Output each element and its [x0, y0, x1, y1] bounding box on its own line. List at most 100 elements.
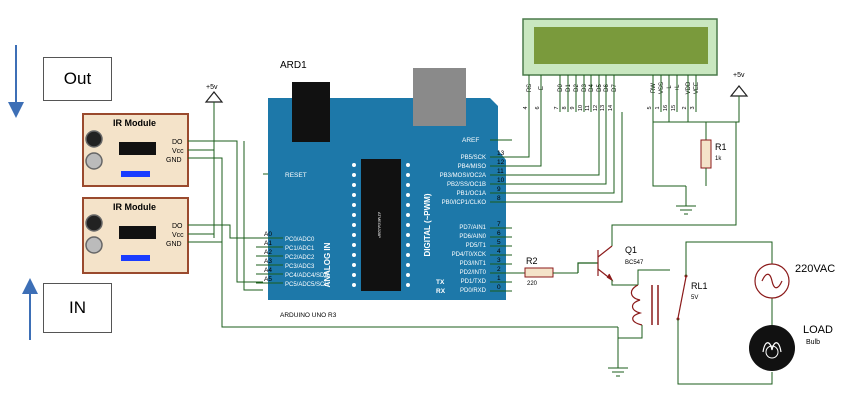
digital-nums-bottom: 7 6 5 4 3 2 1 0 — [497, 221, 501, 291]
arduino-ref: ARD1 — [280, 60, 307, 71]
analog-num-a0: A0 — [264, 231, 272, 238]
analog-num-a4: A4 — [264, 267, 272, 274]
ir2-pin-gnd: GND — [166, 241, 182, 248]
digital-num-1: 1 — [497, 275, 501, 282]
arduino-board: ARD1 ATMEGA328P RESET AREF PC0/ADC0 PC1/… — [256, 60, 512, 319]
digital-title: DIGITAL (~PWM) — [423, 193, 432, 256]
in-label: IN — [69, 298, 86, 317]
vcc-left-symbol: +5v — [204, 84, 224, 238]
digital-pin-6: PD6/AIN0 — [459, 234, 486, 240]
digital-pin-9: PB1/OC1A — [457, 191, 486, 197]
lcd-wires — [512, 112, 736, 203]
r1-name: R1 — [715, 142, 727, 152]
transistor-q1 — [577, 218, 737, 286]
analog-pin-nums: A0 A1 A2 A3 A4 A5 — [264, 231, 272, 283]
rl1-name: RL1 — [691, 281, 708, 291]
digital-pin-2: PD2/INT0 — [460, 270, 487, 276]
out-label: Out — [63, 69, 92, 88]
analog-pin-a3: PC3/ADC3 — [285, 264, 315, 270]
wires — [188, 140, 618, 328]
ir2-pin-do: DO — [172, 223, 183, 230]
digital-pin-10: PB2/SS/OC1B — [447, 182, 486, 188]
digital-pin-11: PB3/MOSI/OC2A — [440, 173, 486, 179]
lcd-pin-num-2: 7 — [554, 106, 560, 109]
digital-pin-4: PD4/T0/XCK — [452, 252, 486, 258]
lcd-pin-num-5: 10 — [578, 105, 584, 111]
digital-pin-8: PB0/ICP1/CLKO — [442, 200, 487, 206]
lcd-pin-num-3: 8 — [562, 106, 568, 109]
arduino-model: ARDUINO UNO R3 — [280, 312, 337, 319]
digital-num-11: 11 — [497, 168, 504, 175]
lcd-pin-num-15: 3 — [690, 106, 696, 109]
analog-pin-a5: PC5/ADC5/SCL — [285, 282, 328, 288]
digital-pins-top: PB5/SCK PB4/MISO PB3/MOSI/OC2A PB2/SS/OC… — [440, 155, 487, 206]
digital-pin-7: PD7/AIN1 — [459, 225, 486, 231]
ac-circuit-wires — [677, 241, 773, 385]
digital-num-7: 7 — [497, 221, 501, 228]
rx-label: RX — [436, 288, 446, 295]
digital-num-4: 4 — [497, 248, 501, 255]
ground-symbol-top — [676, 186, 696, 215]
digital-num-3: 3 — [497, 257, 501, 264]
ir-module-2: IR Module DO Vcc GND — [82, 197, 189, 274]
ir1-pin-gnd: GND — [166, 157, 182, 164]
analog-pin-labels: PC0/ADC0 PC1/ADC1 PC2/ADC2 PC3/ADC3 PC4/… — [285, 237, 328, 288]
in-label-box: IN — [43, 283, 112, 333]
resistor-r1: R1 1k — [700, 122, 727, 186]
r2-name: R2 — [526, 256, 538, 266]
analog-pin-a4: PC4/ADC4/SDA — [285, 273, 328, 279]
ir1-pin-do: DO — [172, 139, 183, 146]
relay-rl1: RL1 5V — [617, 269, 708, 339]
ir-emitter-icon — [85, 130, 103, 148]
lcd-pin-num-13: 15 — [671, 105, 677, 111]
lcd-pin-14: VDD — [686, 81, 692, 94]
digital-pin-5: PD5/T1 — [466, 243, 487, 249]
lcd-pin-3: D1 — [566, 84, 572, 92]
load-name: LOAD — [803, 324, 833, 336]
lcd-pin-num-12: 16 — [663, 105, 669, 111]
power-jack — [413, 68, 466, 126]
lcd-pin-15: VEE — [694, 82, 700, 94]
digital-num-12: 12 — [497, 159, 505, 166]
lcd-pin-num-0: 4 — [523, 106, 529, 109]
analog-num-a3: A3 — [264, 258, 272, 265]
digital-pin-0: PD0/RXD — [460, 288, 487, 294]
lcd-pin-4: D2 — [574, 84, 580, 92]
digital-num-9: 9 — [497, 186, 501, 193]
lcd-pin-7: D5 — [597, 84, 603, 92]
ac-source: 220VAC — [754, 263, 835, 299]
lcd-pin-num-6: 11 — [585, 105, 591, 111]
digital-pin-12: PB4/MISO — [458, 164, 487, 170]
vcc-left-label: +5v — [206, 84, 218, 91]
digital-num-6: 6 — [497, 230, 501, 237]
lcd-pin-num-1: 6 — [535, 106, 541, 109]
r1-value: 1k — [715, 156, 722, 162]
digital-pin-1: PD1/TXD — [461, 279, 487, 285]
ir-emitter-icon — [85, 214, 103, 232]
atmega-chip — [361, 159, 401, 291]
analog-pin-a2: PC2/ADC2 — [285, 255, 315, 261]
ir1-pin-vcc: Vcc — [172, 148, 184, 155]
aref-label: AREF — [462, 137, 479, 144]
digital-pin-13: PB5/SCK — [461, 155, 486, 161]
vcc-right-symbol: +5v — [729, 72, 749, 218]
ground-symbol-bottom — [608, 338, 628, 377]
lcd-pin-1: E — [539, 86, 545, 90]
lcd-pin-0: RS — [527, 84, 533, 92]
lcd-pin-num-10: 5 — [647, 106, 653, 109]
load-value: Bulb — [806, 339, 820, 346]
lcd-pin-num-9: 14 — [608, 105, 614, 111]
resistor-r2: R2 220 — [512, 256, 578, 287]
analog-pin-a0: PC0/ADC0 — [285, 237, 315, 243]
usb-connector — [292, 82, 330, 142]
digital-num-2: 2 — [497, 266, 501, 273]
chip-pin-dots — [352, 163, 410, 287]
analog-title: ANALOG IN — [323, 242, 332, 287]
lcd-pin-num-7: 12 — [593, 105, 599, 111]
lcd-pin-9: D7 — [612, 84, 618, 92]
analog-num-a2: A2 — [264, 249, 272, 256]
lcd-pin-6: D4 — [589, 84, 595, 92]
